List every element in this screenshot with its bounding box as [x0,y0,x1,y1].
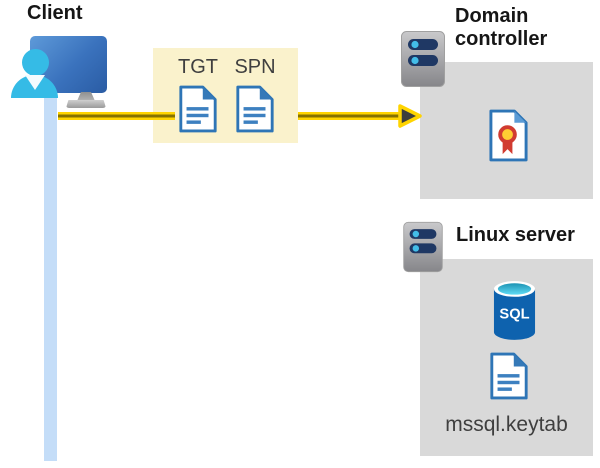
domain-controller-server-icon [401,31,445,87]
sql-text: SQL [499,306,529,322]
arrow-line-left-segment [58,112,175,120]
sql-database-icon: SQL [493,281,536,340]
keytab-document-icon [490,352,528,400]
certificate-icon [489,109,528,162]
tgt-document-icon [179,85,217,133]
tgt-label: TGT [178,56,218,78]
client-label: Client [27,2,83,24]
linux-server-icon [403,221,443,273]
person-collar [25,75,45,90]
keytab-filename-label: mssql.keytab [445,413,568,436]
spn-document-icon [236,85,274,133]
client-vertical-connector-line [44,96,57,461]
domain-controller-label: Domain controller [455,5,548,50]
monitor-stand-base [66,100,106,108]
spn-label: SPN [234,56,276,78]
arrow-line-right-segment [298,112,402,120]
linux-server-label: Linux server [456,224,575,246]
ticket-callout-box [153,48,298,143]
monitor-stand-neck [77,92,95,101]
person-icon [22,49,49,76]
arrowhead-icon [398,104,422,128]
